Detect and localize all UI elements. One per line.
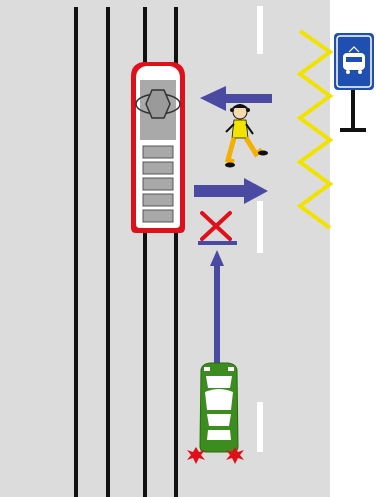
stop-line: [198, 241, 237, 245]
car-icon: [200, 363, 238, 452]
tram: [131, 62, 185, 233]
tram-stop-sign: [334, 33, 374, 132]
